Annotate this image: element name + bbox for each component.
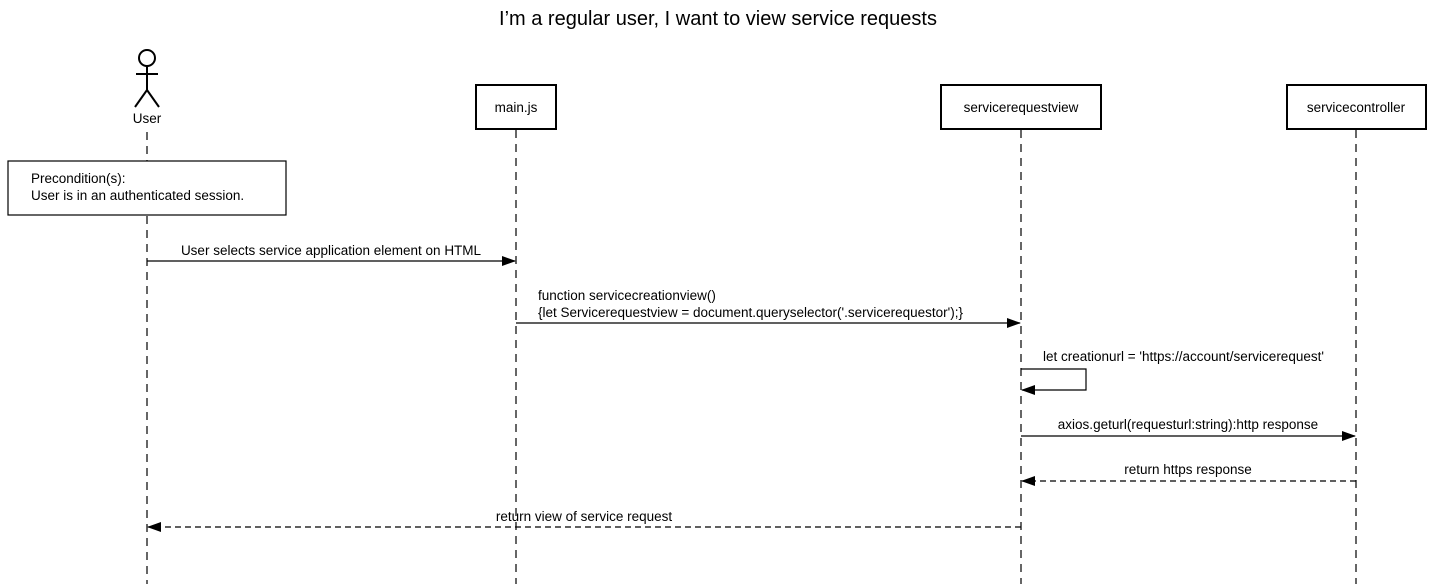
message-label-servicecreationview-line2: {let Servicerequestview = document.query… [538, 305, 963, 320]
actor-user-label: User [133, 111, 162, 126]
participant-servicerequestview: servicerequestview [940, 84, 1102, 130]
precondition-title: Precondition(s): [31, 171, 126, 186]
participant-main-js: main.js [475, 84, 557, 130]
diagram-title: I’m a regular user, I want to view servi… [499, 8, 937, 30]
participant-main-js-label: main.js [495, 100, 538, 115]
message-label-return-view: return view of service request [496, 509, 673, 524]
precondition-note: Precondition(s): User is in an authentic… [7, 160, 287, 216]
message-label-servicecreationview-line1: function servicecreationview() [538, 288, 716, 303]
participant-servicecontroller: servicecontroller [1286, 84, 1427, 130]
message-label-axios-geturl: axios.geturl(requesturl:string):http res… [1058, 417, 1318, 432]
precondition-text: User is in an authenticated session. [31, 188, 244, 203]
message-label-select-element: User selects service application element… [181, 243, 482, 258]
participant-servicerequestview-label: servicerequestview [964, 100, 1079, 115]
message-label-return-https-response: return https response [1124, 462, 1252, 477]
message-label-self-creationurl: let creationurl = 'https://account/servi… [1043, 349, 1324, 364]
participant-servicecontroller-label: servicecontroller [1307, 100, 1406, 115]
actor-user-icon [134, 49, 160, 108]
message-arrow-self-creationurl [1021, 368, 1087, 395]
